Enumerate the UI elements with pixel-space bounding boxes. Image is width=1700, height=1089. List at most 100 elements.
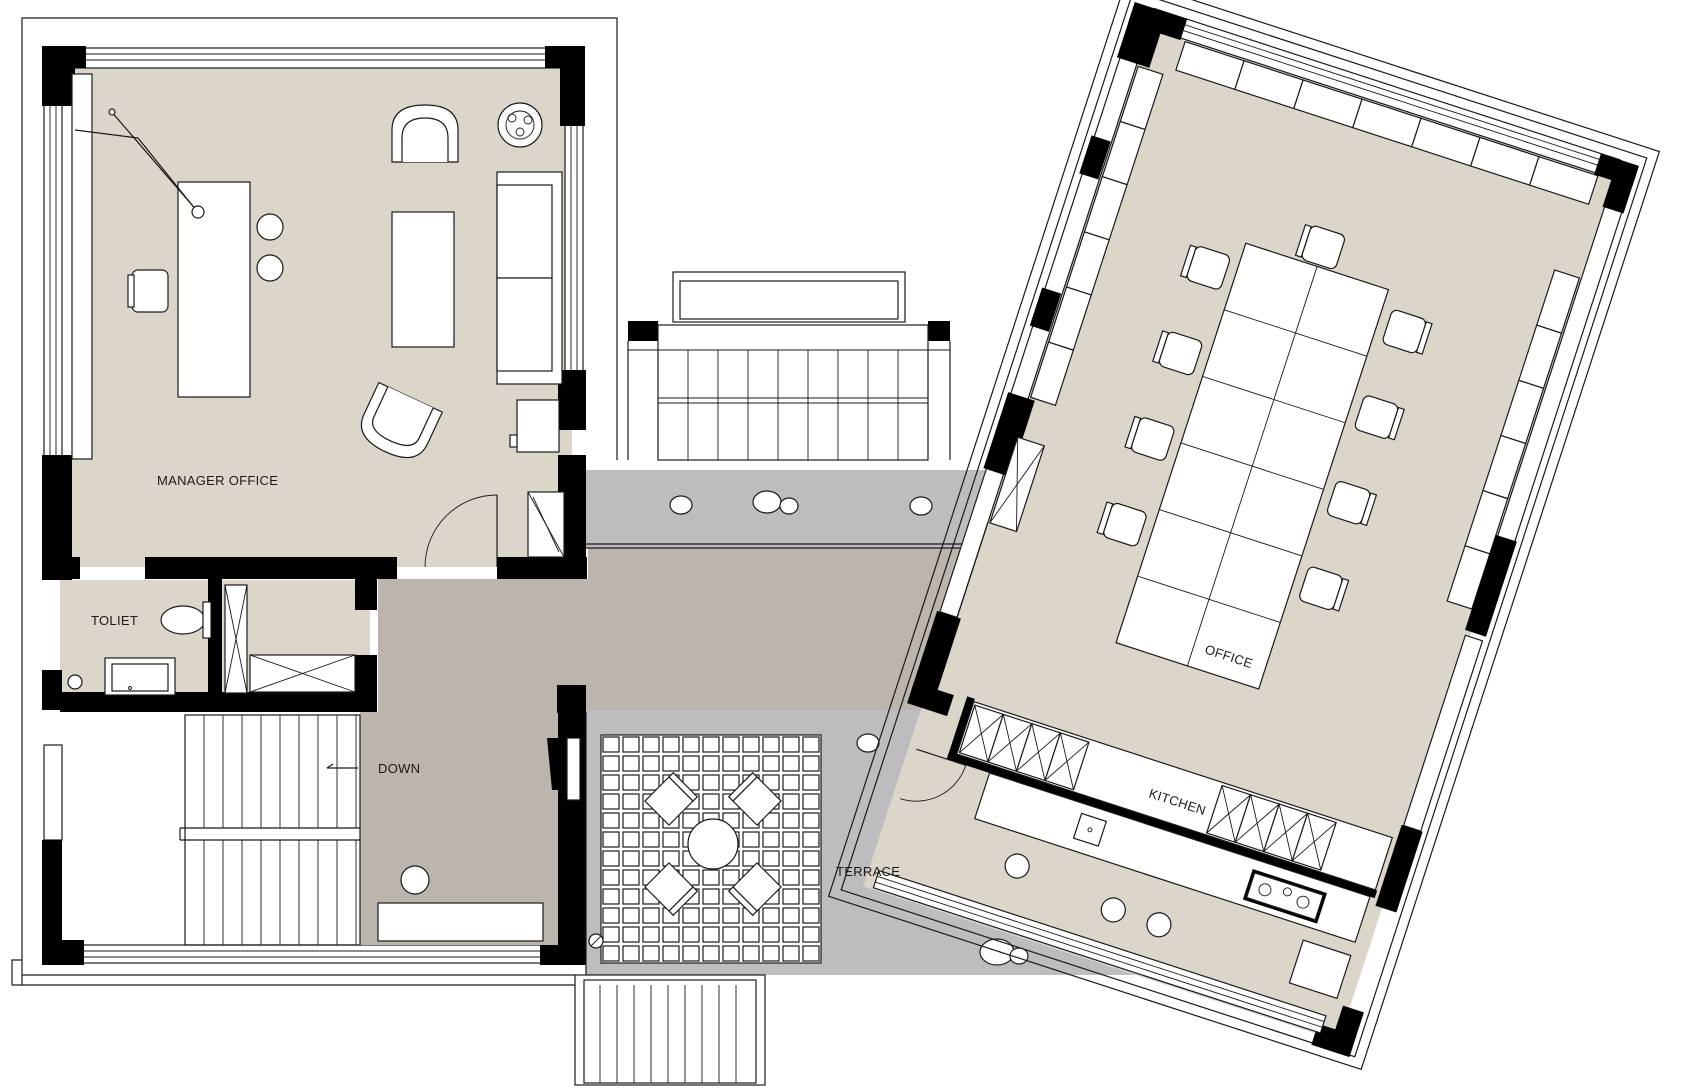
- paving-tile: [642, 736, 660, 753]
- staircase: [179, 714, 361, 946]
- paving-tile: [702, 736, 720, 753]
- paving-tile: [662, 736, 680, 753]
- paving-tile: [702, 793, 720, 810]
- desk-chair: [131, 269, 169, 313]
- paving-tile: [702, 774, 720, 791]
- paving-tile: [742, 926, 760, 943]
- paving-tile: [642, 831, 660, 848]
- stool: [256, 213, 284, 241]
- paving-tile: [622, 831, 640, 848]
- paving-tile: [742, 736, 760, 753]
- paving-tile: [722, 945, 740, 962]
- paving-tile: [602, 850, 620, 867]
- paving-tile: [702, 907, 720, 924]
- paving-tile: [682, 945, 700, 962]
- paving-tile: [602, 793, 620, 810]
- paving-tile: [622, 774, 640, 791]
- meeting-chair: [1124, 415, 1175, 461]
- paving-tile: [722, 736, 740, 753]
- paving-tile: [722, 869, 740, 886]
- meeting-chair: [1382, 309, 1433, 355]
- paving-tile: [782, 888, 800, 905]
- paving-tile: [802, 736, 820, 753]
- paving-tile: [762, 945, 780, 962]
- paving-tile: [802, 812, 820, 829]
- paving-tile: [802, 831, 820, 848]
- paving-tile: [642, 945, 660, 962]
- paving-tile: [702, 888, 720, 905]
- paving-tile: [702, 926, 720, 943]
- paving-tile: [642, 850, 660, 867]
- cabinet: [527, 491, 565, 558]
- paving-tile: [782, 945, 800, 962]
- paving-tile: [782, 755, 800, 772]
- paving-tile: [682, 907, 700, 924]
- side-table: [516, 399, 560, 453]
- room-label-stairs-down: DOWN: [378, 761, 420, 776]
- paving-tile: [762, 755, 780, 772]
- paving-tile: [602, 774, 620, 791]
- paving-tile: [742, 755, 760, 772]
- paving-tile: [782, 907, 800, 924]
- paving-tile: [642, 774, 660, 791]
- paving-tile: [642, 755, 660, 772]
- paving-tile: [642, 812, 660, 829]
- paving-tile: [682, 755, 700, 772]
- paving-tile: [722, 774, 740, 791]
- paving-tile: [662, 926, 680, 943]
- top-balcony: [627, 271, 951, 461]
- paving-tile: [622, 926, 640, 943]
- stool: [256, 254, 284, 282]
- paving-tile: [682, 926, 700, 943]
- paving-tile: [802, 793, 820, 810]
- paving-tile: [782, 774, 800, 791]
- paving-tile: [802, 755, 820, 772]
- paving-tile: [782, 812, 800, 829]
- paving-tile: [662, 850, 680, 867]
- paving-tile: [722, 755, 740, 772]
- manager-office-door[interactable]: [424, 494, 498, 568]
- meeting-chair: [1354, 395, 1405, 441]
- paving-tile: [802, 907, 820, 924]
- paving-tile: [622, 755, 640, 772]
- paving-tile: [682, 736, 700, 753]
- meeting-chair: [1326, 481, 1378, 527]
- storage-cabinet: [1029, 341, 1075, 407]
- room-label-manager-office: MANAGER OFFICE: [157, 473, 278, 488]
- paving-tile: [602, 945, 620, 962]
- paving-tile: [682, 812, 700, 829]
- bench: [377, 902, 544, 942]
- paving-tile: [662, 755, 680, 772]
- manager-office-floor: [72, 62, 572, 567]
- paving-tile: [802, 869, 820, 886]
- paving-tile: [782, 831, 800, 848]
- stool: [400, 865, 430, 895]
- meeting-chair: [1294, 224, 1346, 270]
- outdoor-dining-set: [644, 771, 782, 917]
- paving-tile: [602, 869, 620, 886]
- paving-tile: [622, 850, 640, 867]
- paving-tile: [602, 831, 620, 848]
- paving-tile: [762, 831, 780, 848]
- office-building: [827, 0, 1661, 1071]
- paving-tile: [762, 926, 780, 943]
- left-building: [42, 46, 965, 965]
- paving-tile: [602, 907, 620, 924]
- corridor-floor: [360, 548, 965, 945]
- bottom-balcony: [574, 974, 766, 1086]
- cabinet: [989, 436, 1046, 533]
- room-label-terrace: TERRACE: [836, 864, 900, 879]
- paving-tile: [722, 926, 740, 943]
- lounge-chair: [360, 381, 444, 459]
- meeting-chair: [1299, 566, 1350, 612]
- paving-tile: [622, 793, 640, 810]
- paving-tile: [622, 945, 640, 962]
- kitchen-door[interactable]: [900, 748, 967, 815]
- paving-tile: [602, 736, 620, 753]
- drain-icon: [588, 933, 604, 949]
- paving-tile: [802, 850, 820, 867]
- paving-tile: [722, 907, 740, 924]
- paving-tile: [702, 755, 720, 772]
- paving-tile: [782, 793, 800, 810]
